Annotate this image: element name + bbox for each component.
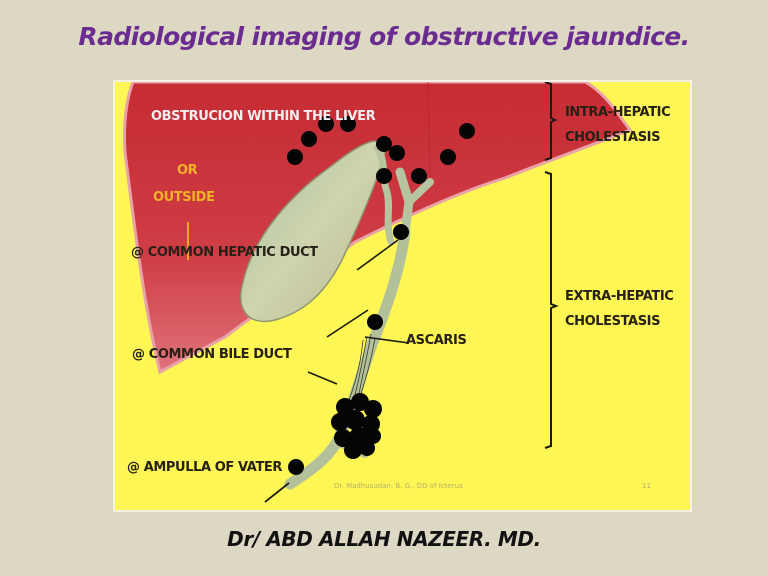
cbd-stone-cluster: [331, 393, 382, 459]
label-extra-hepatic-line1: EXTRA-HEPATIC: [565, 289, 674, 304]
common-bile-duct-shape: [284, 226, 411, 490]
label-intra-hepatic-line1: INTRA-HEPATIC: [565, 105, 671, 120]
braces: [544, 82, 559, 449]
label-common-hepatic-duct: @ COMMON HEPATIC DUCT: [131, 245, 318, 260]
label-ampulla-of-vater: @ AMPULLA OF VATER: [127, 460, 283, 475]
leader-lines: [264, 239, 410, 503]
label-intra-hepatic-line2: CHOLESTASIS: [565, 130, 661, 145]
extra-hepatic-brace: [544, 171, 559, 449]
intra-hepatic-brace: [544, 82, 558, 161]
author-name: Dr/ ABD ALLAH NAZEER. MD.: [227, 527, 541, 551]
label-outside: OUTSIDE: [153, 190, 215, 205]
intrahepatic-stones: [287, 116, 475, 184]
label-ascaris: ASCARIS: [406, 333, 467, 348]
diagram-panel: OBSTRUCION WITHIN THE LIVER OR OUTSIDE @…: [115, 82, 690, 510]
extrahepatic-stones: [288, 224, 409, 475]
label-obstruction-within-liver: OBSTRUCION WITHIN THE LIVER: [151, 109, 376, 124]
label-common-bile-duct: @ COMMON BILE DUCT: [132, 347, 292, 362]
label-or: OR: [177, 163, 198, 178]
label-extra-hepatic-line2: CHOLESTASIS: [565, 314, 661, 329]
slide-title: Radiological imaging of obstructive jaun…: [78, 22, 690, 51]
footer-page-number: 11: [642, 482, 651, 490]
footer-credit: Dr. Madhusudan. B. G., DD of Icterus: [334, 482, 463, 490]
biliary-anatomy-illustration: [123, 82, 633, 503]
